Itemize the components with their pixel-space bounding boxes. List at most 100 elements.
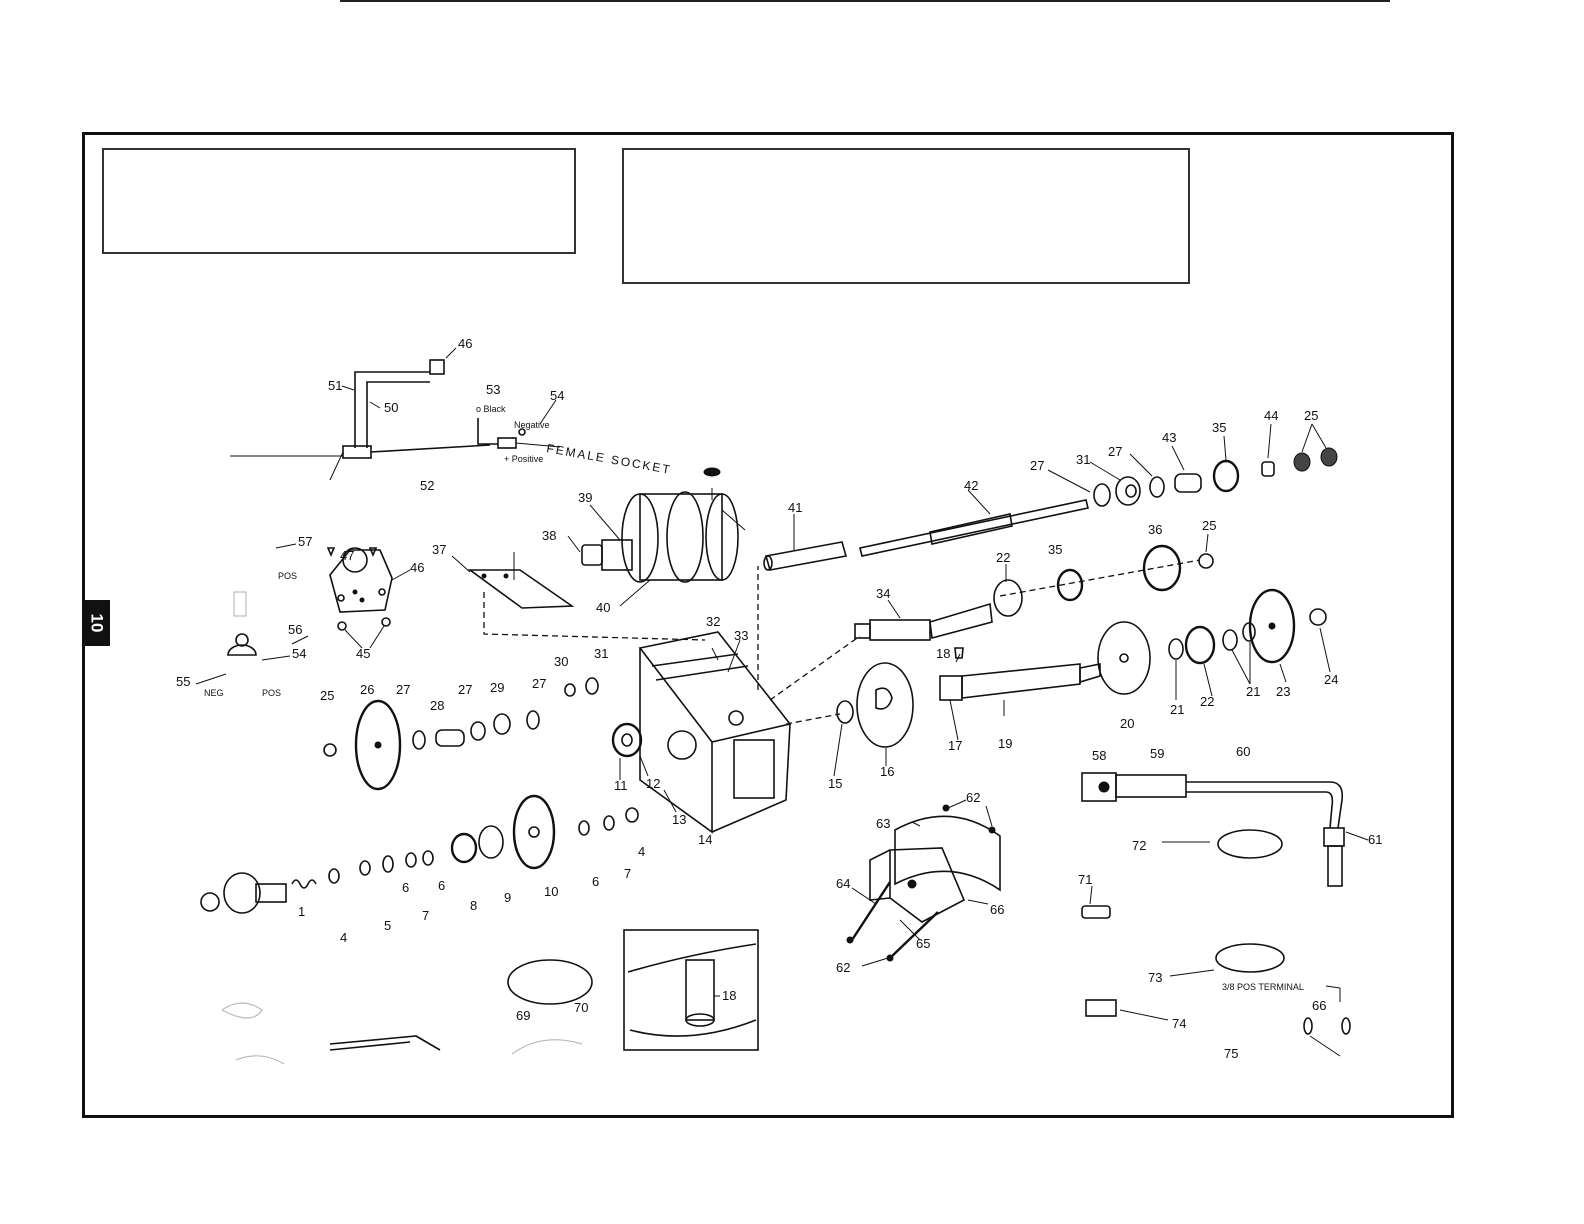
leader (341, 385, 355, 391)
clutch-hub-17 (939, 675, 963, 701)
mounting-plate (467, 552, 706, 641)
switch-knob (342, 547, 368, 573)
nut-25 (1293, 452, 1311, 472)
nut-25b (1320, 447, 1338, 467)
drum-shaft-assembly (836, 588, 1327, 748)
cable-down (329, 451, 344, 481)
faint-part (511, 1039, 583, 1055)
washer-5 (359, 860, 371, 876)
leader (1311, 423, 1327, 449)
bottom-items (221, 929, 759, 1065)
switch-pin (352, 589, 358, 595)
drum-shaft-end (1079, 663, 1101, 684)
part-label: 23 (1276, 684, 1290, 699)
part-label: 37 (432, 542, 446, 557)
leader-lines (195, 347, 1369, 1057)
part-label: 50 (384, 400, 398, 415)
drum-shaft-19 (961, 663, 1081, 699)
part-label: 46 (458, 336, 472, 351)
terminal-66b (1341, 1017, 1351, 1035)
plate-hole (481, 573, 487, 579)
rod-32 (651, 653, 739, 667)
female-socket (497, 437, 517, 449)
pin-62c (846, 936, 854, 944)
frame-front-14 (711, 723, 791, 833)
cable-51 (354, 371, 430, 448)
part-label: 33 (734, 628, 748, 643)
part-label: 20 (1120, 716, 1134, 731)
leader (1089, 461, 1121, 481)
part-label: 25 (1304, 408, 1318, 423)
leader (369, 625, 385, 649)
leader (1171, 445, 1185, 471)
dashed-guide (483, 592, 706, 641)
part-label: 72 (1132, 838, 1146, 853)
frame-bore (728, 710, 744, 726)
washer-9 (478, 825, 504, 859)
part-label: 64 (836, 876, 850, 891)
upper-gear-train (1093, 447, 1338, 507)
inset-curve-b (629, 1019, 757, 1037)
leader (663, 789, 677, 813)
washer-7b (603, 815, 615, 831)
motor-shaft-housing (601, 539, 633, 571)
part-label: 71 (1078, 872, 1092, 887)
part-label: 39 (578, 490, 592, 505)
shaft-34-taper (929, 602, 993, 640)
handle-arm-60b (1186, 791, 1334, 829)
leader (344, 629, 363, 649)
washer-7 (422, 850, 434, 866)
part-label: 22 (996, 550, 1010, 565)
leader (619, 579, 651, 607)
gear-23-bore (1268, 622, 1276, 630)
clip-71 (1081, 905, 1111, 919)
gear-36 (1142, 544, 1182, 592)
diagram-frame (82, 132, 1454, 1118)
part-label: 51 (328, 378, 342, 393)
part-label: 35 (1212, 420, 1226, 435)
part-label: 59 (1150, 746, 1164, 761)
leader (291, 635, 309, 645)
terminal-66 (1303, 1017, 1313, 1035)
switch-plate-46 (329, 549, 393, 613)
bearing-8 (450, 832, 478, 864)
motor-band (666, 491, 704, 583)
nut-24 (1309, 608, 1327, 626)
bearing-11 (611, 722, 643, 758)
gear-35b (1056, 568, 1084, 602)
part-label: 46 (410, 560, 424, 575)
tube-41 (764, 541, 848, 571)
part-label: 27 (1030, 458, 1044, 473)
handle-stub-61 (1327, 845, 1343, 887)
part-label: 18 (722, 988, 736, 1003)
inset-curve (627, 943, 757, 973)
bearing-31-bore (1125, 484, 1137, 498)
part-label: 43 (1162, 430, 1176, 445)
rod-33 (655, 665, 749, 681)
switch-assembly (227, 547, 393, 656)
gear-23 (1248, 588, 1296, 664)
leader (1267, 423, 1272, 459)
bushing-30 (564, 683, 576, 697)
leader (1345, 831, 1369, 841)
dashed-guide (785, 713, 841, 725)
part-label: 58 (1092, 748, 1106, 763)
part-label: 34 (876, 586, 890, 601)
part-label: 4 (340, 930, 347, 945)
callout-neg: NEG (204, 688, 224, 698)
handle-tube-59 (1115, 774, 1187, 798)
callout-female-socket: FEMALE SOCKET (545, 441, 672, 477)
part-label: 1 (298, 904, 305, 919)
callout-terminal: 3/8 POS TERMINAL (1222, 982, 1304, 992)
part-label: 25 (320, 688, 334, 703)
leader (711, 647, 719, 661)
ring-73 (1215, 943, 1285, 973)
plate-37 (467, 569, 575, 609)
solenoid-cap (235, 633, 249, 647)
part-label: 57 (298, 534, 312, 549)
part-label: 16 (880, 764, 894, 779)
part-label: 66 (990, 902, 1004, 917)
leader (899, 919, 921, 941)
handle-grip-pin (1098, 781, 1110, 793)
block-63 (889, 847, 966, 923)
